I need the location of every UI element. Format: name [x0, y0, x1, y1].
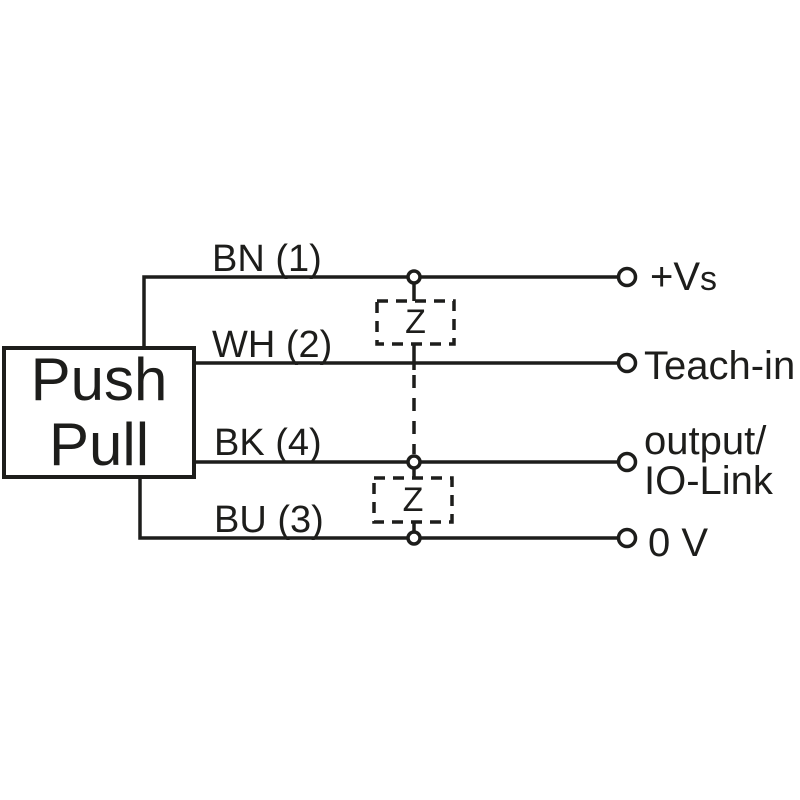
- device-label: Push Pull: [4, 345, 194, 478]
- terminal-label-vs-sub: s: [700, 260, 718, 298]
- terminal-label-0v: 0 V: [648, 521, 709, 565]
- terminal-label-vs: +Vs: [650, 257, 717, 297]
- terminal-circle-output: [616, 451, 638, 473]
- wire-label-wh: WH (2): [212, 324, 333, 366]
- zener-symbol-2: Z: [402, 480, 424, 519]
- device-label-line1: Push: [30, 345, 168, 413]
- device-box: [2, 346, 196, 479]
- zener-symbol-1: Z: [405, 303, 426, 341]
- device-label-line2: Pull: [48, 410, 150, 478]
- wire-label-bn: BN (1): [212, 238, 322, 280]
- terminal-circle-vs: [616, 266, 638, 288]
- wire-bu: [138, 475, 617, 540]
- terminal-circle-0v: [616, 527, 638, 549]
- wire-label-bk: BK (4): [214, 422, 322, 464]
- wire-label-bu: BU (3): [214, 499, 324, 541]
- wire-bn: [142, 275, 617, 350]
- terminal-label-output-line2: IO-Link: [644, 459, 773, 503]
- terminal-label-vs-main: +V: [650, 255, 701, 299]
- junction-circle-bk: [406, 454, 422, 470]
- terminal-label-output: output/ IO-Link: [644, 421, 773, 501]
- junction-circle-bu: [406, 530, 422, 546]
- zener-box-1: [375, 299, 456, 346]
- zener-box-2: [372, 476, 454, 524]
- junction-circle-bn: [406, 269, 422, 285]
- terminal-label-output-line1: output/: [644, 419, 767, 463]
- terminal-label-teach-in: Teach-in: [644, 344, 796, 388]
- terminal-circle-teach-in: [616, 352, 638, 374]
